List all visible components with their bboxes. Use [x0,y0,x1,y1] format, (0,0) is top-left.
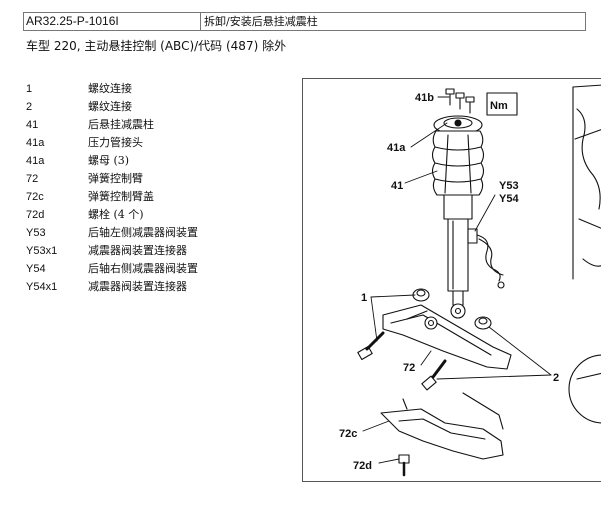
part-number: 72d [26,209,45,221]
list-item: 72c 弹簧控制臂盖 [26,188,198,206]
part-number: Y54x1 [26,281,58,293]
list-item: Y54x1 减震器阀装置连接器 [26,278,198,296]
part-description: 减震器阀装置连接器 [88,244,187,257]
damper-valve-and-cable [467,228,505,289]
part-number: 41a [26,155,45,167]
part-number: 41 [26,119,39,131]
spring-control-arm [382,304,512,370]
part-description: 弹簧控制臂盖 [88,190,154,203]
callout-leaders [362,96,552,464]
callout-41: 41 [391,180,403,192]
list-item: 41a 压力管接头 [26,134,198,152]
part-number: Y53 [26,227,46,239]
part-description: 弹簧控制臂 [88,172,143,185]
list-item: 72 弹簧控制臂 [26,170,198,188]
bolt-connection-2 [421,359,447,391]
air-spring-bellows [431,130,485,196]
callout-72: 72 [403,362,415,374]
control-arm-cover [380,392,504,460]
part-description: 压力管接头 [88,136,143,149]
callout-72d: 72d [353,460,372,472]
document-code: AR32.25-P-1016I [24,13,201,30]
part-description: 减震器阀装置连接器 [88,280,187,293]
part-number: 72c [26,191,44,203]
model-applicability: 车型 220, 主动悬挂控制 (ABC)/代码 (487) 除外 [26,39,287,53]
callout-Y53: Y53 [499,180,519,192]
vehicle-cutaway-detail [568,84,601,424]
list-item: 41a 螺母 (3) [26,152,198,170]
part-description: 螺栓 (4 个) [88,208,144,221]
part-number: 72 [26,173,39,185]
list-item: 1 螺纹连接 [26,80,198,98]
part-number: Y54 [26,263,46,275]
torque-symbol-box [486,92,518,116]
callout-1: 1 [361,292,367,304]
bushings [412,288,492,330]
part-description: 螺纹连接 [88,82,132,95]
part-description: 螺纹连接 [88,100,132,113]
part-number: 41a [26,137,45,149]
part-description: 后轴右侧减震器阀装置 [88,262,198,275]
document-title: 拆卸/安装后悬挂减震柱 [204,15,318,28]
exploded-view-figure: 41b Nm 41a 41 Y53 Y54 1 72 2 72c 72d [302,78,601,482]
list-item: Y54 后轴右侧减震器阀装置 [26,260,198,278]
torque-label: Nm [490,100,508,112]
part-description: 后轴左侧减震器阀装置 [88,226,198,239]
part-description: 螺母 (3) [88,154,130,167]
callout-41b: 41b [415,92,434,104]
list-item: 72d 螺栓 (4 个) [26,206,198,224]
list-item: 2 螺纹连接 [26,98,198,116]
strut-illustration: 41b Nm 41a 41 Y53 Y54 1 72 2 72c 72d [339,84,601,477]
part-number: 2 [26,101,33,113]
callout-Y54: Y54 [499,193,519,205]
part-description: 后悬挂减震柱 [88,118,154,131]
top-mount [433,115,483,135]
list-item: 41 后悬挂减震柱 [26,116,198,134]
damper-tube [443,194,473,319]
bolt-connection-1 [357,331,385,361]
part-number: Y53x1 [26,245,58,257]
list-item: Y53x1 减震器阀装置连接器 [26,242,198,260]
part-number: 1 [26,83,33,95]
list-item: Y53 后轴左侧减震器阀装置 [26,224,198,242]
top-mount-bolts [445,88,475,114]
cover-bolt [398,454,410,477]
callout-72c: 72c [339,428,357,440]
callout-2: 2 [553,372,559,384]
document-header: AR32.25-P-1016I 拆卸/安装后悬挂减震柱 [23,12,586,31]
callout-41a: 41a [387,142,406,154]
